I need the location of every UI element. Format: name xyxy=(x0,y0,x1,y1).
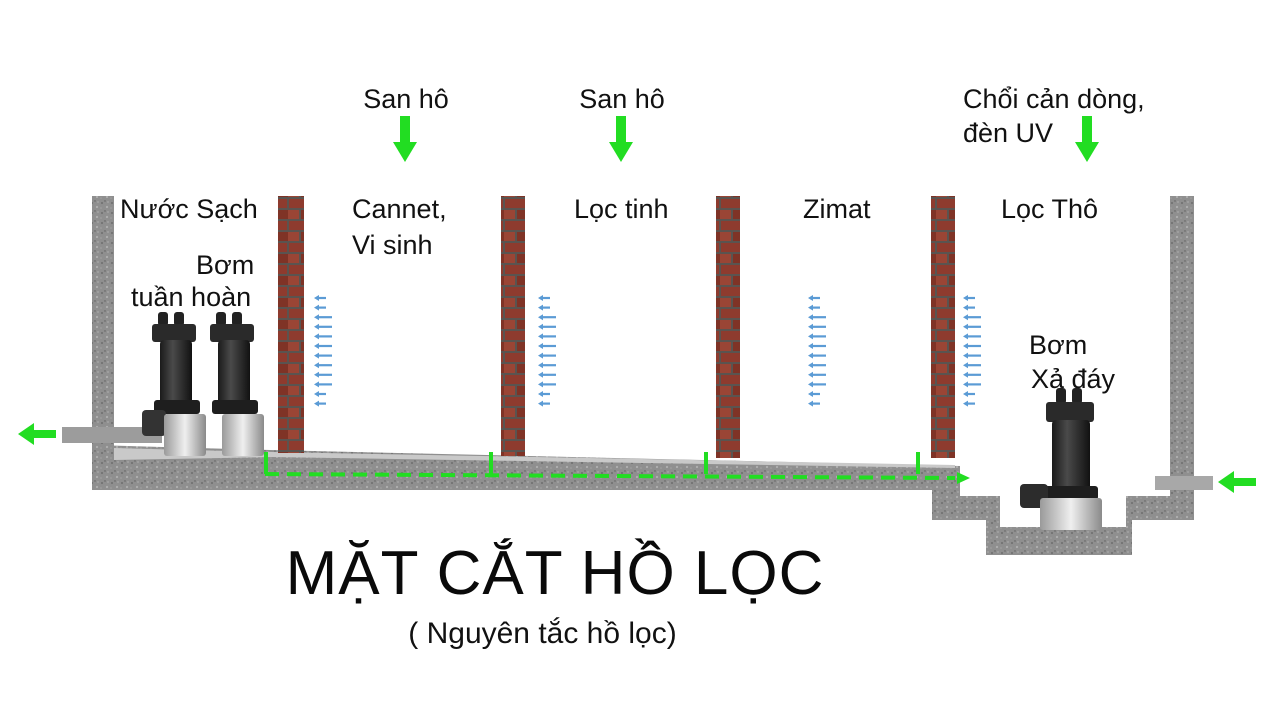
chamber-zimat-label: Zimat xyxy=(803,194,871,224)
diagram-subtitle: ( Nguyên tắc hồ lọc) xyxy=(408,617,677,650)
inlet-pipe xyxy=(1155,476,1213,490)
upflow-arrows-3 xyxy=(808,295,826,407)
divider-wall-4 xyxy=(931,196,955,458)
brush-uv-label-line2: đèn UV xyxy=(963,118,1054,148)
down-arrow-coral-1 xyxy=(393,116,417,162)
upflow-arrows-1 xyxy=(314,295,332,407)
outlet-arrow xyxy=(18,423,56,445)
drain-pump-icon xyxy=(1020,388,1102,530)
upflow-arrows-2 xyxy=(538,295,556,407)
coral-label-1: San hô xyxy=(363,84,449,114)
bottom-flow-line xyxy=(264,452,970,484)
down-arrow-coral-2 xyxy=(609,116,633,162)
chamber-coarse-filter-label: Lọc Thô xyxy=(1001,194,1099,224)
diagram-title: MẶT CẮT HỒ LỌC xyxy=(285,539,825,608)
circulation-pump-label-line1: Bơm xyxy=(196,250,255,280)
drain-pump-label-line1: Bơm xyxy=(1029,330,1088,360)
flow-dash-arrowhead xyxy=(957,472,970,484)
flow-arrows xyxy=(18,116,1256,493)
brush-uv-label-line1: Chổi cản dòng, xyxy=(963,84,1145,114)
inlet-arrow xyxy=(1218,471,1256,493)
left-wall xyxy=(92,196,114,490)
chamber-cannet-label-line1: Cannet, xyxy=(352,194,447,224)
outlet-pipe xyxy=(62,427,162,443)
floor-surface xyxy=(114,448,955,468)
upflow-arrows-4 xyxy=(963,295,981,407)
upflow-arrow-groups xyxy=(314,295,981,407)
chamber-fine-filter-label: Lọc tinh xyxy=(574,194,669,224)
chamber-clean-water-label: Nước Sạch xyxy=(120,194,258,224)
right-wall xyxy=(1170,196,1194,492)
drain-sump-pit xyxy=(932,468,1194,555)
drain-pump-label-line2: Xả đáy xyxy=(1031,364,1116,394)
divider-wall-2 xyxy=(501,196,525,456)
flow-dash-line xyxy=(264,472,956,480)
chamber-cannet-label-line2: Vi sinh xyxy=(352,230,433,260)
divider-wall-3 xyxy=(716,196,740,458)
circulation-pump-icon xyxy=(142,312,264,456)
circulation-pump-label-line2: tuần hoàn xyxy=(131,282,252,312)
coral-label-2: San hô xyxy=(579,84,665,114)
divider-wall-1 xyxy=(278,196,304,453)
down-arrow-uv xyxy=(1075,116,1099,162)
